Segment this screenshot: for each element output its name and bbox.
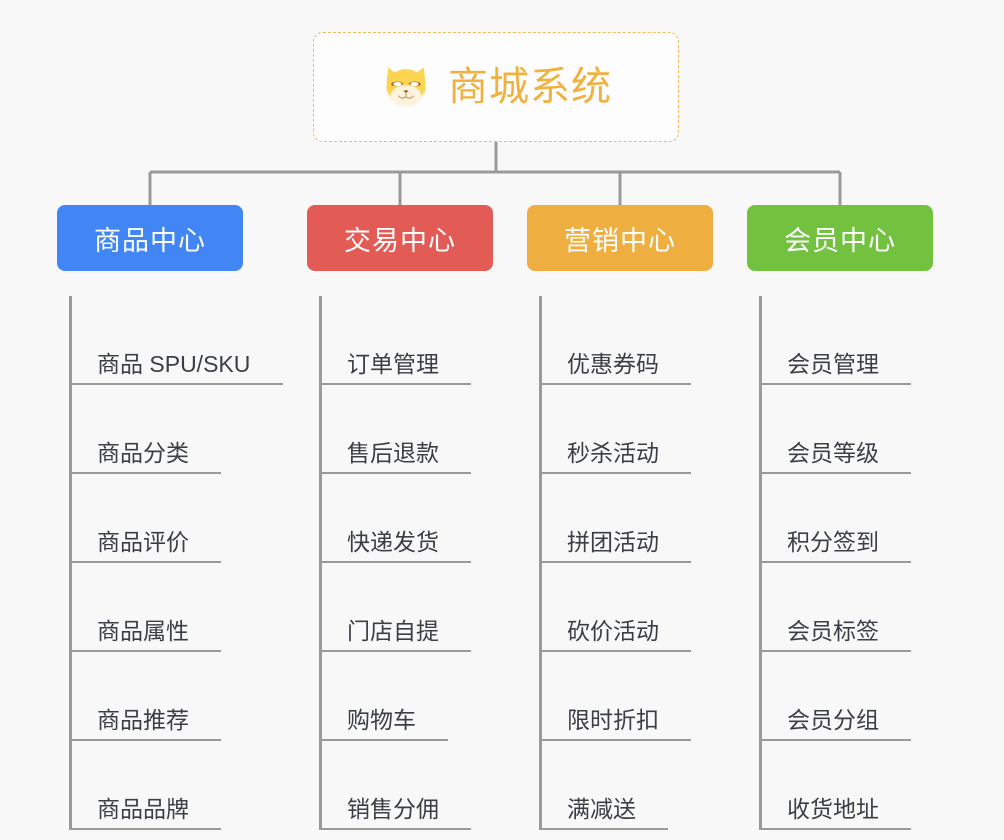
leaf-item[interactable]: 优惠券码 [539,296,749,385]
leaf-label: 收货地址 [787,796,879,822]
branch-header-2[interactable]: 营销中心 [527,205,713,271]
leaf-label: 订单管理 [347,351,439,377]
branch-header-3[interactable]: 会员中心 [747,205,933,271]
branch-header-0[interactable]: 商品中心 [57,205,243,271]
branch-label-0: 商品中心 [94,225,206,256]
leaf-item[interactable]: 秒杀活动 [539,385,749,474]
shiba-dog-icon [386,67,426,107]
branch-trunk-2 [539,296,542,830]
branch-label-2: 营销中心 [564,225,676,256]
leaf-item[interactable]: 商品品牌 [69,741,307,830]
leaf-label: 会员标签 [787,618,879,644]
branch-会员中心: 会员中心 会员管理 会员等级 积分签到 会员标签 会员分组 [747,205,969,830]
leaf-label: 商品分类 [97,440,189,466]
branch-children-3: 会员管理 会员等级 积分签到 会员标签 会员分组 收货地址 [747,296,969,830]
leaf-item[interactable]: 门店自提 [319,563,529,652]
branch-children-1: 订单管理 售后退款 快递发货 门店自提 购物车 销售分佣 [307,296,529,830]
leaf-label: 商品品牌 [97,796,189,822]
leaf-item[interactable]: 拼团活动 [539,474,749,563]
leaf-label: 砍价活动 [567,618,659,644]
branch-label-1: 交易中心 [344,225,456,256]
leaf-item[interactable]: 限时折扣 [539,652,749,741]
branch-label-3: 会员中心 [784,225,896,256]
leaf-label: 拼团活动 [567,529,659,555]
leaf-item[interactable]: 商品属性 [69,563,307,652]
branch-商品中心: 商品中心 商品 SPU/SKU 商品分类 商品评价 商品属性 商品推荐 [57,205,307,830]
leaf-label: 会员分组 [787,707,879,733]
leaf-label: 会员管理 [787,351,879,377]
leaf-item[interactable]: 快递发货 [319,474,529,563]
leaf-label: 售后退款 [347,440,439,466]
leaf-label: 快递发货 [347,529,439,555]
branch-trunk-3 [759,296,762,830]
root-title: 商城系统 [448,65,612,109]
leaf-item[interactable]: 满减送 [539,741,749,830]
leaf-item[interactable]: 会员分组 [759,652,969,741]
branch-交易中心: 交易中心 订单管理 售后退款 快递发货 门店自提 购物车 [307,205,529,830]
leaf-label: 限时折扣 [567,707,659,733]
leaf-label: 优惠券码 [567,351,659,377]
leaf-label: 购物车 [347,707,416,733]
branch-header-1[interactable]: 交易中心 [307,205,493,271]
leaf-item[interactable]: 收货地址 [759,741,969,830]
leaf-item[interactable]: 购物车 [319,652,529,741]
leaf-item[interactable]: 销售分佣 [319,741,529,830]
leaf-label: 积分签到 [787,529,879,555]
leaf-item[interactable]: 售后退款 [319,385,529,474]
leaf-item[interactable]: 商品 SPU/SKU [69,296,307,385]
leaf-item[interactable]: 商品评价 [69,474,307,563]
leaf-item[interactable]: 商品推荐 [69,652,307,741]
leaf-label: 门店自提 [347,618,439,644]
leaf-item[interactable]: 会员等级 [759,385,969,474]
branch-children-2: 优惠券码 秒杀活动 拼团活动 砍价活动 限时折扣 满减送 [527,296,749,830]
root-node[interactable]: 商城系统 [313,32,679,142]
leaf-label: 商品推荐 [97,707,189,733]
leaf-item[interactable]: 会员管理 [759,296,969,385]
branch-trunk-1 [319,296,322,830]
leaf-label: 会员等级 [787,440,879,466]
leaf-item[interactable]: 商品分类 [69,385,307,474]
leaf-item[interactable]: 会员标签 [759,563,969,652]
leaf-label: 商品评价 [97,529,189,555]
leaf-label: 商品属性 [97,618,189,644]
leaf-label: 销售分佣 [347,796,439,822]
branch-children-0: 商品 SPU/SKU 商品分类 商品评价 商品属性 商品推荐 商品品牌 [57,296,307,830]
branch-营销中心: 营销中心 优惠券码 秒杀活动 拼团活动 砍价活动 限时折扣 [527,205,749,830]
leaf-item[interactable]: 订单管理 [319,296,529,385]
branch-trunk-0 [69,296,72,830]
leaf-label: 商品 SPU/SKU [97,351,251,377]
leaf-item[interactable]: 砍价活动 [539,563,749,652]
leaf-label: 满减送 [567,796,636,822]
leaf-label: 秒杀活动 [567,440,659,466]
leaf-item[interactable]: 积分签到 [759,474,969,563]
